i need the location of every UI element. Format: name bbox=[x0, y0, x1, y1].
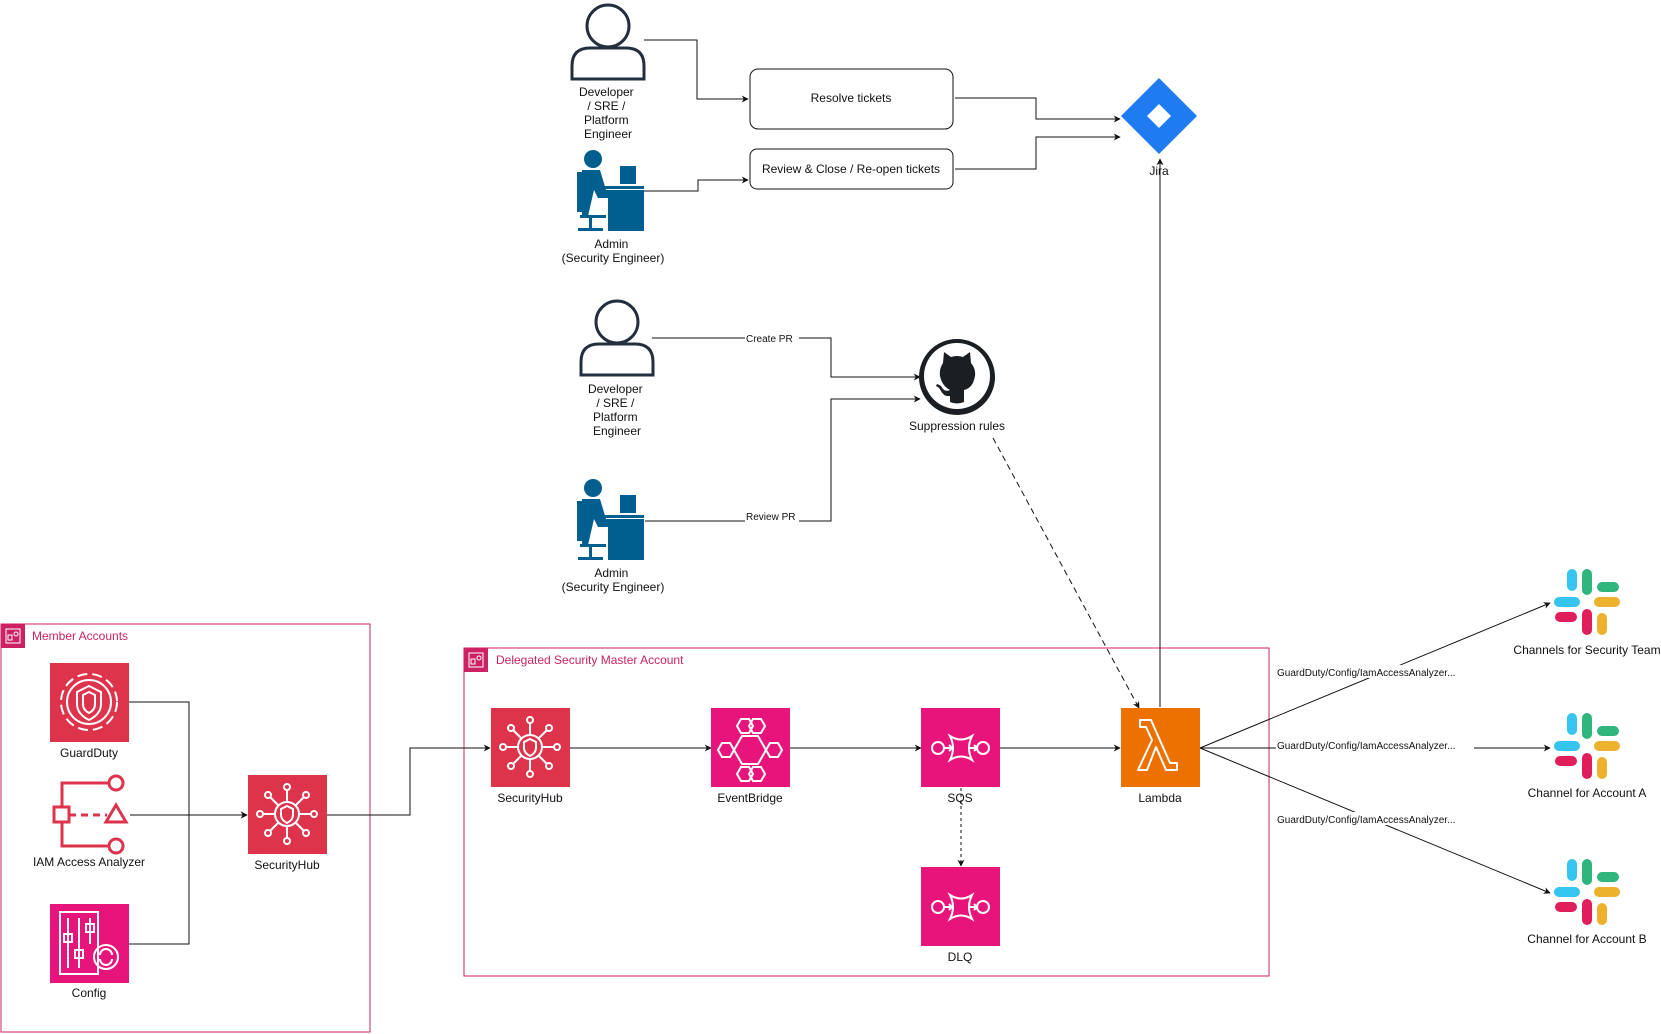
master-account-label: Delegated Security Master Account bbox=[496, 653, 684, 667]
user-desk-icon bbox=[577, 479, 644, 560]
sqs-node: SQS bbox=[921, 708, 1000, 805]
security-team-edge-label: GuardDuty/Config/IamAccessAnalyzer... bbox=[1277, 668, 1455, 679]
sqs-icon bbox=[931, 733, 990, 763]
slack-security-team-node: Channels for Security Team bbox=[1513, 569, 1661, 657]
slack-account-b-node: Channel for Account B bbox=[1527, 859, 1647, 946]
edge-guardduty-sechub bbox=[129, 701, 248, 819]
review-pr-label: Review PR bbox=[746, 512, 795, 523]
jira-label: Jira bbox=[1149, 164, 1169, 178]
edge-create-pr bbox=[652, 337, 921, 381]
user-desk-icon bbox=[577, 150, 644, 231]
edge-member-master bbox=[327, 744, 491, 816]
guardduty-label: GuardDuty bbox=[60, 746, 118, 760]
guardduty-icon bbox=[60, 673, 118, 731]
dlq-node: DLQ bbox=[921, 867, 1000, 964]
guardduty-node: GuardDuty bbox=[50, 663, 129, 760]
lambda-node: Lambda bbox=[1121, 708, 1200, 805]
securityhub-master-label: SecurityHub bbox=[497, 791, 563, 805]
resolve-tickets-box[interactable]: Resolve tickets bbox=[749, 68, 954, 130]
slack-icon bbox=[1554, 859, 1620, 925]
iam-access-analyzer-label: IAM Access Analyzer bbox=[33, 855, 145, 869]
github-icon bbox=[919, 339, 995, 415]
slack-account-a-label: Channel for Account A bbox=[1528, 786, 1647, 800]
jira-node: Jira bbox=[1121, 78, 1197, 178]
admin-user-2: Admin (Security Engineer) bbox=[562, 479, 665, 594]
edge-admin-review bbox=[644, 176, 749, 192]
lambda-label: Lambda bbox=[1138, 791, 1182, 805]
slack-account-b-label: Channel for Account B bbox=[1527, 932, 1646, 946]
config-label: Config bbox=[72, 986, 107, 1000]
jira-icon bbox=[1121, 78, 1197, 154]
user-outline-icon bbox=[570, 3, 646, 81]
edge-review-pr bbox=[645, 395, 921, 522]
member-accounts-label: Member Accounts bbox=[32, 629, 128, 643]
securityhub-member-label: SecurityHub bbox=[254, 858, 320, 872]
dlq-label: DLQ bbox=[948, 950, 973, 964]
account-group-icon bbox=[464, 648, 488, 672]
securityhub-master-node: SecurityHub bbox=[491, 708, 570, 805]
account-a-edge-label: GuardDuty/Config/IamAccessAnalyzer... bbox=[1277, 741, 1455, 752]
resolve-tickets-label: Resolve tickets bbox=[811, 91, 892, 105]
iam-access-analyzer-node: IAM Access Analyzer bbox=[33, 774, 145, 869]
edge-config-sechub bbox=[129, 815, 190, 945]
github-label: Suppression rules bbox=[909, 419, 1005, 433]
review-close-tickets-label: Review & Close / Re-open tickets bbox=[762, 162, 940, 176]
review-close-tickets-box[interactable]: Review & Close / Re-open tickets bbox=[749, 148, 954, 190]
eventbridge-icon bbox=[716, 718, 784, 782]
config-node: Config bbox=[50, 904, 129, 1000]
slack-account-a-node: Channel for Account A bbox=[1528, 713, 1647, 800]
group-member-accounts: Member Accounts bbox=[0, 623, 371, 1033]
slack-security-team-label: Channels for Security Team bbox=[1513, 643, 1660, 657]
eventbridge-node: EventBridge bbox=[711, 708, 790, 805]
config-icon bbox=[59, 911, 119, 975]
edge-github-lambda bbox=[992, 437, 1140, 709]
securityhub-icon bbox=[499, 716, 561, 778]
user-outline-icon bbox=[579, 299, 655, 377]
iam-access-analyzer-icon bbox=[52, 774, 129, 855]
create-pr-label: Create PR bbox=[746, 334, 793, 345]
sqs-icon bbox=[931, 892, 990, 922]
account-b-edge-label: GuardDuty/Config/IamAccessAnalyzer... bbox=[1277, 815, 1455, 826]
edge-labels: Create PR Review PR GuardDuty/Config/Iam… bbox=[745, 331, 1474, 826]
slack-icon bbox=[1554, 569, 1620, 635]
group-delegated-master-account: Delegated Security Master Account bbox=[463, 647, 1270, 977]
securityhub-member-node: SecurityHub bbox=[248, 775, 327, 872]
admin-1-label: Admin (Security Engineer) bbox=[562, 237, 665, 265]
admin-2-label: Admin (Security Engineer) bbox=[562, 566, 665, 594]
slack-icon bbox=[1554, 713, 1620, 779]
developer-2-label: Developer / SRE / Platform Engineer bbox=[588, 382, 646, 438]
securityhub-icon bbox=[256, 783, 318, 845]
developer-1-label: Developer / SRE / Platform Engineer bbox=[579, 85, 637, 141]
developer-user-1: Developer / SRE / Platform Engineer bbox=[570, 3, 646, 141]
admin-user-1: Admin (Security Engineer) bbox=[562, 150, 665, 265]
edge-resolve-jira bbox=[955, 97, 1121, 123]
account-group-icon bbox=[1, 624, 25, 648]
sqs-label: SQS bbox=[947, 791, 972, 805]
edge-dev-resolve bbox=[644, 39, 749, 103]
edge-review-jira bbox=[955, 133, 1121, 170]
developer-user-2: Developer / SRE / Platform Engineer bbox=[579, 299, 655, 438]
github-node: Suppression rules bbox=[909, 339, 1005, 433]
lambda-icon bbox=[1137, 719, 1178, 771]
eventbridge-label: EventBridge bbox=[717, 791, 783, 805]
